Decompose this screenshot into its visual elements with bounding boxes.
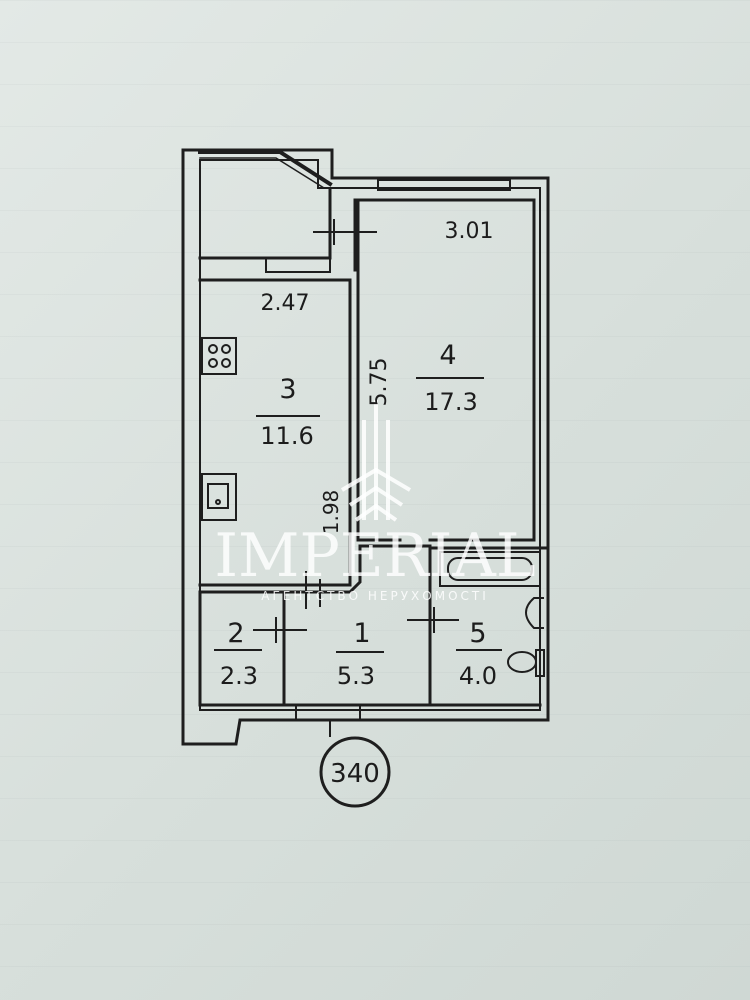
room-1-number: 1	[353, 618, 370, 649]
apartment-number: 340	[330, 759, 380, 789]
dim-balcony-kitchen: 2.47	[261, 291, 310, 316]
imperial-logo-icon	[340, 400, 412, 522]
room-1-area: 5.3	[337, 662, 375, 690]
toilet-icon	[507, 649, 545, 677]
watermark-brand: IMPERIAL	[214, 521, 535, 591]
washbasin-icon	[525, 597, 544, 629]
room-4-number: 4	[439, 340, 456, 371]
room-2-area: 2.3	[220, 662, 258, 690]
room-3-area: 11.6	[260, 422, 313, 450]
stove-icon	[201, 337, 237, 375]
room-3-number: 3	[279, 374, 296, 405]
apartment-number-badge: 340	[319, 736, 391, 808]
watermark-tagline: АГЕНТСТВО НЕРУХОМОСТІ	[261, 589, 489, 603]
window-kitchen	[265, 257, 331, 273]
inner-wall-line	[199, 159, 541, 711]
sink-icon	[201, 473, 237, 521]
room-5-area: 4.0	[459, 662, 497, 690]
balcony-window	[198, 150, 333, 187]
room-5-number: 5	[469, 618, 486, 649]
room-4-area: 17.3	[424, 388, 477, 416]
outer-wall	[181, 148, 550, 746]
dim-balcony-room: 3.01	[445, 219, 494, 244]
dim-kitchen-width: 1.98	[319, 490, 343, 535]
dim-room-depth: 5.75	[367, 358, 392, 407]
window-top-right	[377, 179, 511, 191]
bathtub-icon	[439, 551, 541, 587]
room-2-number: 2	[227, 618, 244, 649]
